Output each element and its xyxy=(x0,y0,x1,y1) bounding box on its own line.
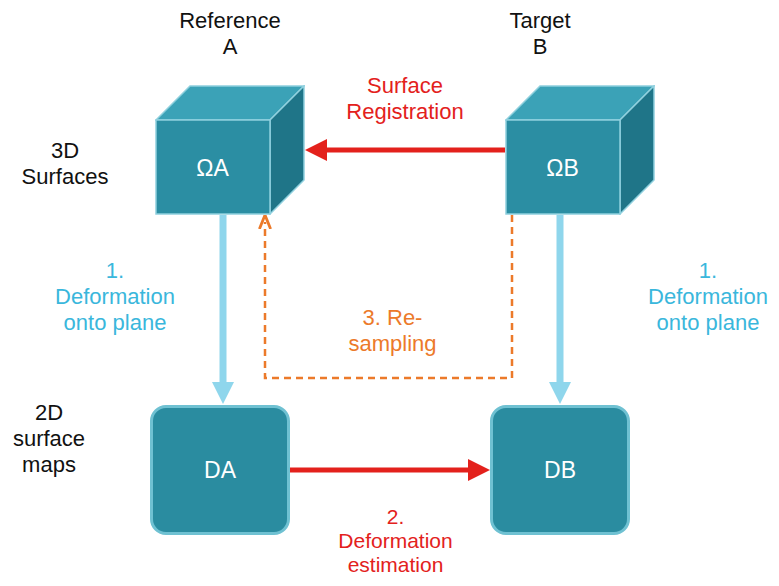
node-face: DB xyxy=(493,408,627,532)
node-label: ΩA xyxy=(196,154,229,182)
heading-label: Target B xyxy=(502,8,578,60)
heading-label: 2D surface maps xyxy=(5,400,93,478)
node-face: DA xyxy=(153,408,287,532)
step-label: 1. Deformation onto plane xyxy=(642,258,774,336)
surface-cube: ΩB xyxy=(505,85,655,215)
cube-side xyxy=(270,86,304,214)
axis-heading: 3D Surfaces xyxy=(15,138,115,190)
node-face: ΩB xyxy=(505,120,620,215)
heading-label: 3D Surfaces xyxy=(15,138,115,190)
flow-arrow xyxy=(220,215,227,393)
surface-map-box: DB xyxy=(490,405,630,535)
axis-heading: Reference A xyxy=(175,8,285,60)
step-label: 1. Deformation onto plane xyxy=(49,258,181,336)
node-face: ΩA xyxy=(155,120,270,215)
surface-cube: ΩA xyxy=(155,85,305,215)
node-label: DA xyxy=(204,456,236,484)
cube-shape xyxy=(155,85,305,215)
step-label: 2. Deformation estimation xyxy=(328,505,463,577)
cube-front xyxy=(506,120,620,214)
flow-arrow xyxy=(265,215,512,378)
step-label: Surface Registration xyxy=(330,73,480,125)
flow-arrow xyxy=(290,468,479,473)
node-label: DB xyxy=(544,456,576,484)
connector-label: 1. Deformation onto plane xyxy=(49,258,181,336)
node-label: ΩB xyxy=(546,154,579,182)
connector-label: Surface Registration xyxy=(330,73,480,125)
heading-label: Reference A xyxy=(175,8,285,60)
flow-arrow xyxy=(557,215,564,393)
cube-side xyxy=(620,86,654,214)
axis-heading: 2D surface maps xyxy=(5,400,93,478)
axis-heading: Target B xyxy=(502,8,578,60)
connector-label: 1. Deformation onto plane xyxy=(642,258,774,336)
step-label: 3. Re-sampling xyxy=(325,305,460,357)
cube-shape xyxy=(505,85,655,215)
cube-front xyxy=(156,120,270,214)
flow-arrow xyxy=(316,148,505,153)
connector-label: 2. Deformation estimation xyxy=(328,505,463,577)
surface-map-box: DA xyxy=(150,405,290,535)
connector-label: 3. Re-sampling xyxy=(325,305,460,357)
